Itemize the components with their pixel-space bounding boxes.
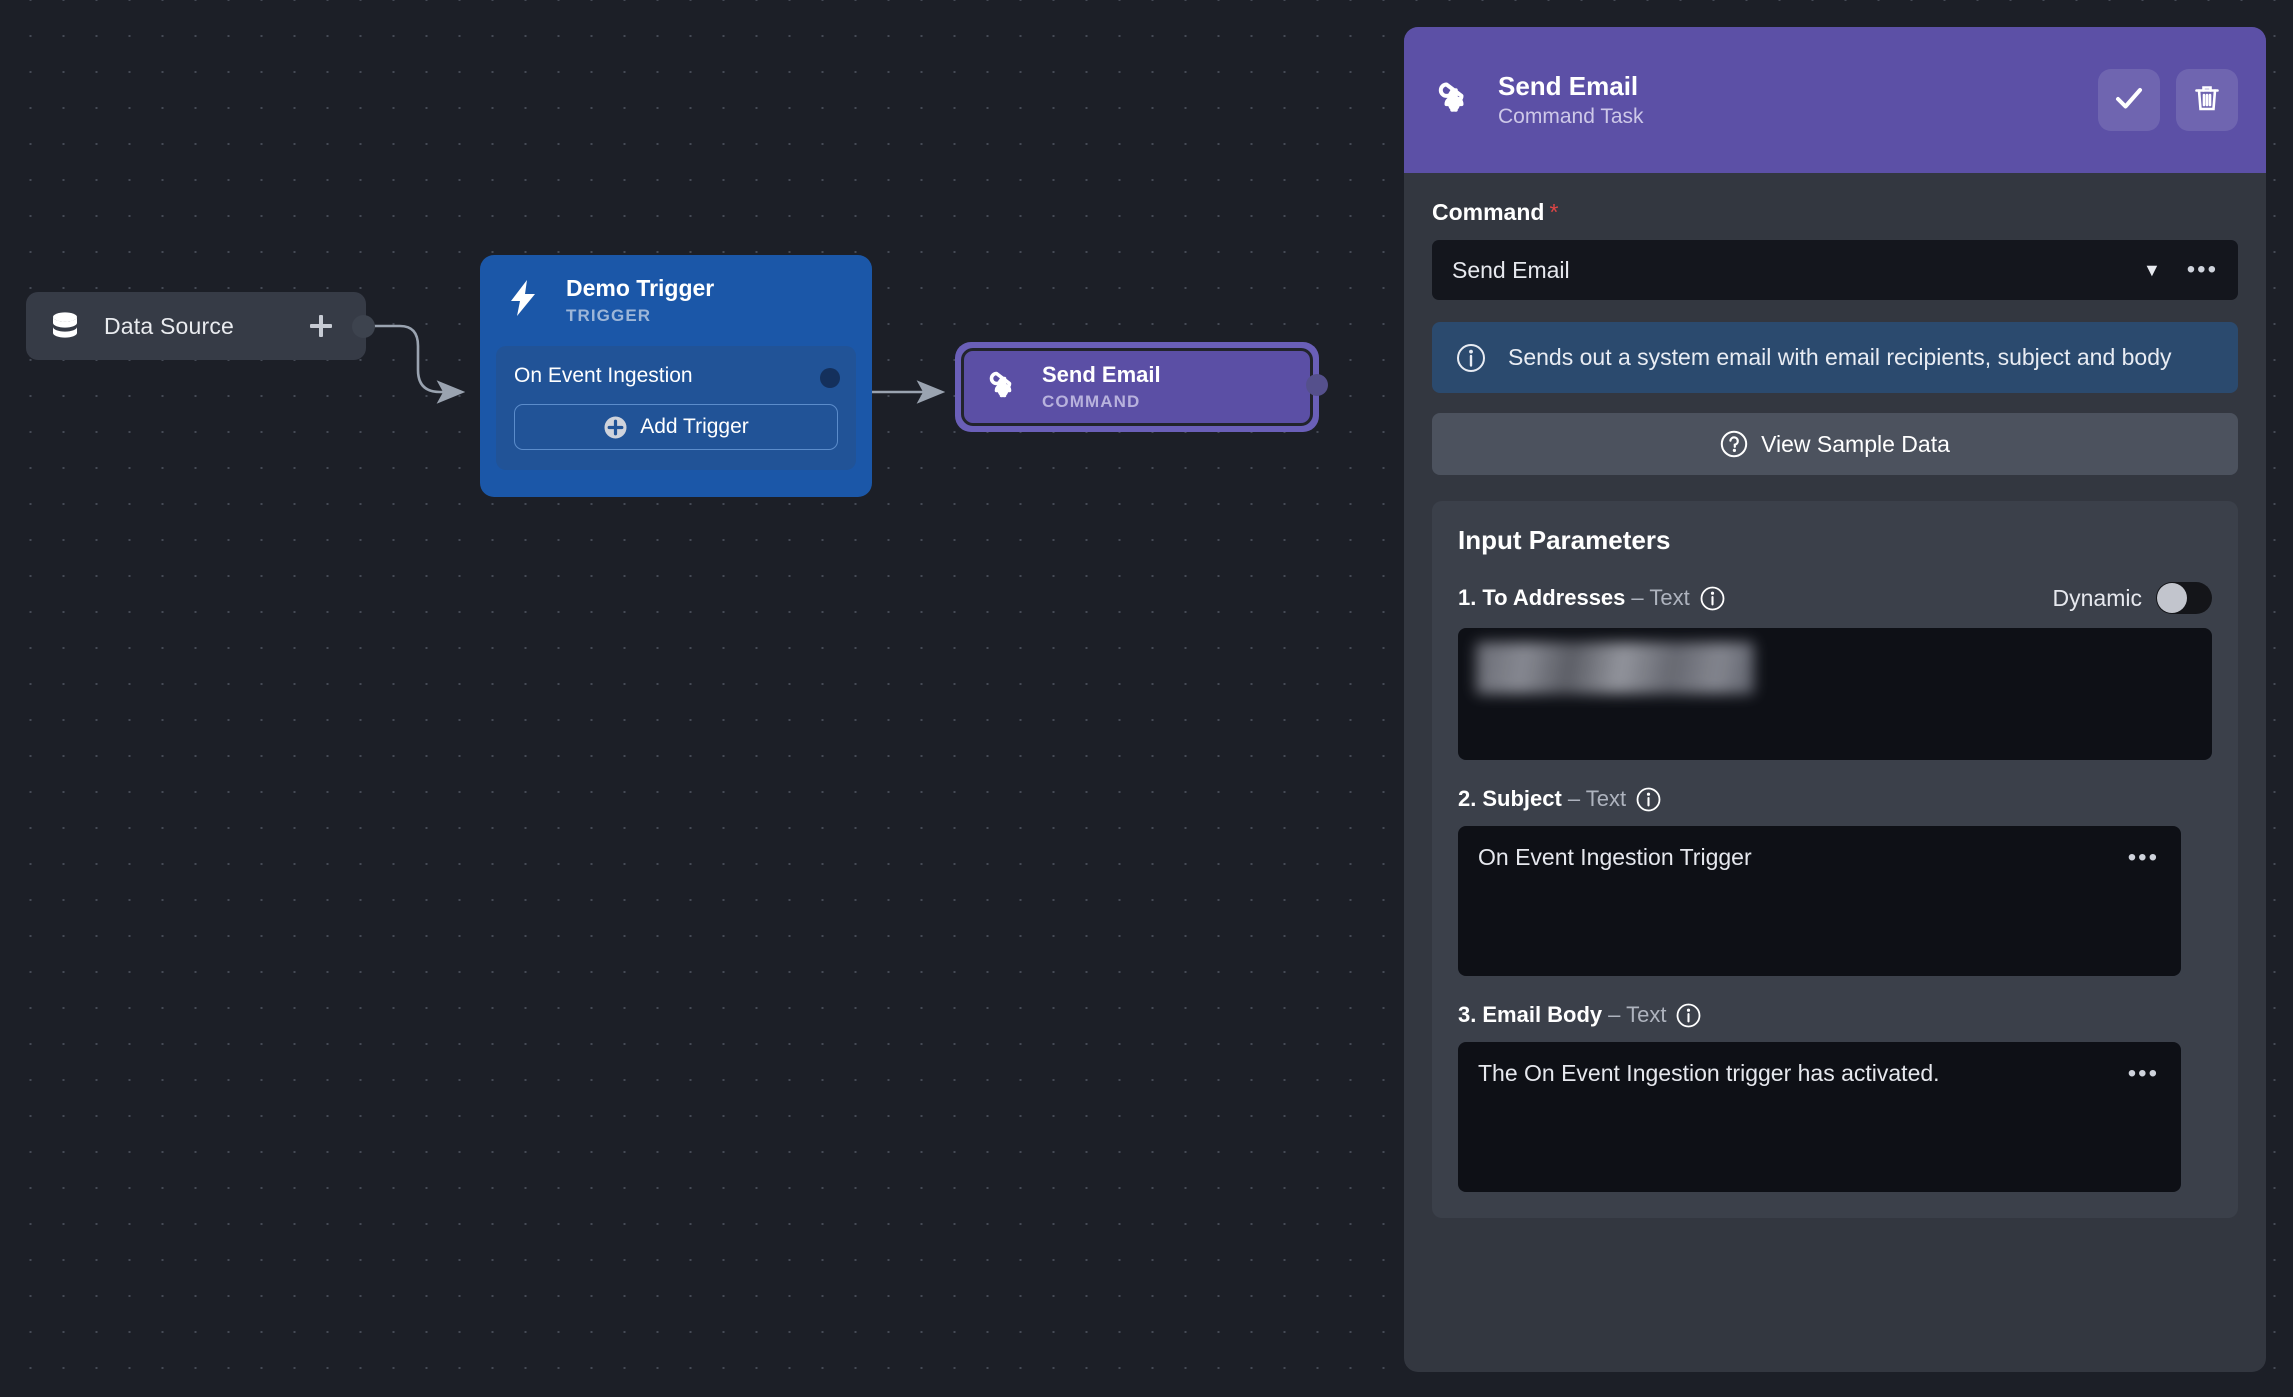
input-parameters-title: Input Parameters — [1458, 525, 1671, 556]
plus-circle-icon — [603, 415, 628, 440]
email-body-value: The On Event Ingestion trigger has activ… — [1478, 1060, 1940, 1087]
panel-subtitle: Command Task — [1498, 105, 1644, 129]
data-source-label: Data Source — [104, 312, 235, 339]
info-icon — [1456, 343, 1486, 373]
command-icon — [984, 368, 1022, 406]
view-sample-data-label: View Sample Data — [1761, 430, 1950, 457]
command-value: Send Email — [1452, 256, 1570, 283]
trigger-subtitle: TRIGGER — [566, 306, 652, 326]
subject-more-icon[interactable]: ••• — [2127, 844, 2159, 872]
node-demo-trigger[interactable]: Demo Trigger TRIGGER On Event Ingestion … — [480, 255, 872, 497]
param-header: 3. Email Body – Text — [1458, 1002, 2212, 1028]
param-index: 3. — [1458, 1002, 1477, 1028]
plus-icon[interactable] — [306, 311, 336, 341]
send-email-node-subtitle: COMMAND — [1042, 392, 1141, 412]
command-more-icon[interactable]: ••• — [2186, 256, 2218, 283]
command-description-text: Sends out a system email with email reci… — [1508, 344, 2172, 370]
trigger-body: On Event Ingestion Add Trigger — [496, 346, 856, 471]
panel-header: Send Email Command Task — [1404, 27, 2266, 173]
question-circle-icon — [1720, 430, 1748, 458]
dynamic-toggle[interactable] — [2156, 582, 2212, 615]
param-header: 1. To Addresses – Text Dynamic — [1458, 582, 2212, 615]
dynamic-toggle-group: Dynamic — [2052, 582, 2212, 615]
data-source-output-port[interactable] — [352, 315, 375, 338]
subject-input[interactable]: On Event Ingestion Trigger ••• — [1458, 826, 2181, 977]
lightning-bolt-icon — [502, 277, 544, 319]
param-type: – Text — [1631, 585, 1690, 611]
param-name: To Addresses — [1482, 585, 1626, 611]
command-select[interactable]: Send Email ▼ ••• — [1432, 240, 2238, 300]
command-label: Command — [1432, 199, 1545, 225]
info-icon[interactable] — [1700, 586, 1725, 611]
delete-button[interactable] — [2176, 69, 2238, 131]
to-addresses-input[interactable] — [1458, 628, 2212, 761]
info-icon[interactable] — [1636, 787, 1661, 812]
confirm-button[interactable] — [2098, 69, 2160, 131]
panel-actions — [2098, 69, 2238, 131]
node-send-email[interactable]: Send Email COMMAND — [955, 342, 1328, 432]
send-email-node-title: Send Email — [1042, 361, 1161, 387]
add-trigger-label: Add Trigger — [640, 415, 749, 439]
add-trigger-button[interactable]: Add Trigger — [514, 404, 838, 451]
panel-title: Send Email — [1498, 70, 1639, 101]
properties-panel: Send Email Command Task — [1404, 27, 2266, 1372]
input-parameters-card: Input Parameters 1. To Addresses – Text … — [1432, 501, 2238, 1219]
param-index: 1. — [1458, 585, 1477, 611]
email-body-input[interactable]: The On Event Ingestion trigger has activ… — [1458, 1042, 2181, 1193]
command-icon — [1432, 78, 1476, 122]
trigger-output-port[interactable] — [820, 368, 840, 389]
command-description-banner: Sends out a system email with email reci… — [1432, 322, 2238, 394]
required-marker: * — [1549, 199, 1559, 225]
info-icon[interactable] — [1676, 1003, 1701, 1028]
param-type: – Text — [1608, 1002, 1667, 1028]
redacted-email-value — [1476, 642, 1754, 695]
param-to-addresses: 1. To Addresses – Text Dynamic — [1458, 582, 2212, 761]
trigger-event-label: On Event Ingestion — [514, 364, 693, 388]
param-index: 2. — [1458, 786, 1477, 812]
trigger-title: Demo Trigger — [566, 275, 715, 301]
email-body-more-icon[interactable]: ••• — [2127, 1060, 2159, 1088]
check-icon — [2112, 81, 2146, 120]
trigger-header: Demo Trigger TRIGGER — [502, 275, 850, 326]
view-sample-data-button[interactable]: View Sample Data — [1432, 413, 2238, 476]
panel-body: Command* Send Email ▼ ••• Sends out a sy… — [1404, 173, 2266, 1372]
param-subject: 2. Subject – Text On Event Ingestion Tri… — [1458, 786, 2212, 977]
param-header: 2. Subject – Text — [1458, 786, 2212, 812]
dynamic-label: Dynamic — [2052, 584, 2142, 611]
param-name: Email Body — [1482, 1002, 1603, 1028]
send-email-output-port[interactable] — [1306, 374, 1328, 396]
database-icon — [48, 309, 82, 343]
param-name: Subject — [1482, 786, 1562, 812]
param-email-body: 3. Email Body – Text The On Event Ingest… — [1458, 1002, 2212, 1193]
node-data-source[interactable]: Data Source — [26, 292, 366, 360]
chevron-down-icon[interactable]: ▼ — [2142, 260, 2161, 280]
command-field: Command* Send Email ▼ ••• — [1432, 199, 2238, 300]
param-type: – Text — [1567, 786, 1627, 812]
command-label-row: Command* — [1432, 199, 2238, 226]
trash-icon — [2190, 81, 2224, 120]
subject-value: On Event Ingestion Trigger — [1478, 844, 1752, 871]
